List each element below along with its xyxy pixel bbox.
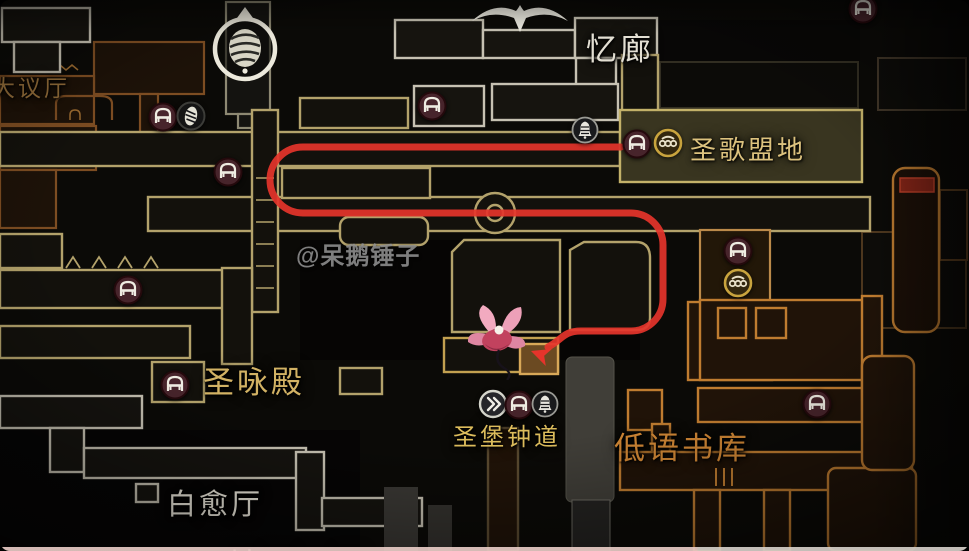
bench-icon [113,275,143,305]
vendor-icon [723,268,753,298]
bell-icon [531,390,559,418]
bench-icon [802,389,832,419]
map-label-bellway: 圣堡钟道 [453,425,561,451]
bell-icon [571,116,599,144]
map-label-watermark: @呆鹅锤子 [296,243,421,270]
map-label-chant-hall: 圣咏殿 [203,365,305,400]
bench-icon [160,370,190,400]
map-label-council-hall: 大议厅 [0,76,70,101]
bench-icon [848,0,878,24]
citadel-emblem-icon [464,0,576,37]
bench-icon [504,390,534,420]
bench-icon [622,129,652,159]
bench-icon [213,157,243,187]
map-label-choral-union: 圣歌盟地 [690,136,807,165]
bench-icon [417,91,447,121]
video-progress-bar[interactable] [0,547,969,551]
map-label-whiteward: 白愈厅 [167,489,264,521]
bench-icon [148,102,178,132]
map-label-memorium: 忆廊 [586,32,654,67]
vendor-icon [653,128,683,158]
cocoon-icon [176,101,206,131]
player-marker-icon [465,302,529,381]
bench-icon [723,236,753,266]
cocoon-station-icon [208,5,282,87]
map-label-whispering-vaults: 低语书库 [614,431,750,466]
